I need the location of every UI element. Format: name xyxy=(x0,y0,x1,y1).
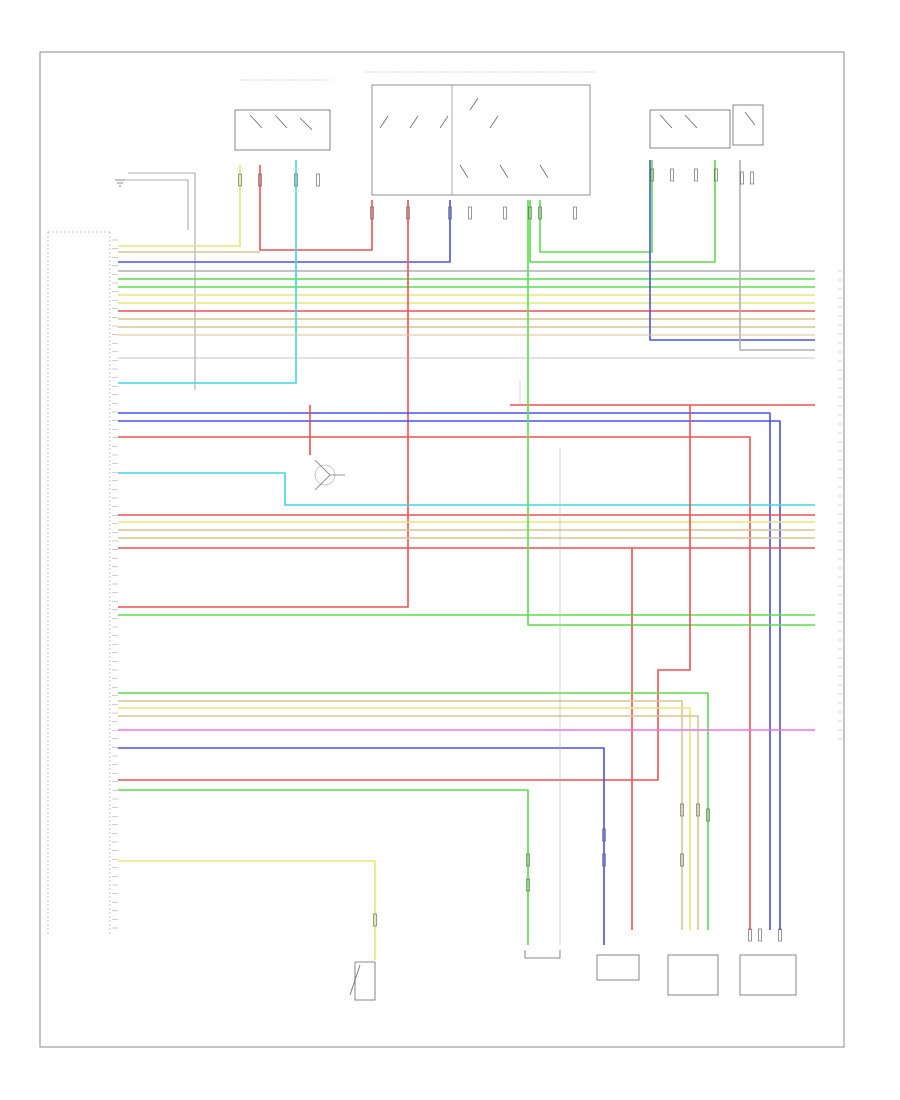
connector-icon xyxy=(748,928,752,942)
wire-blue-low xyxy=(118,747,605,945)
connector-icon xyxy=(526,853,530,867)
connector-icon xyxy=(316,173,320,187)
connector-bottom-3 xyxy=(667,954,719,996)
ecm-pin-ticks xyxy=(112,239,118,929)
wire-green-low-2 xyxy=(527,200,815,626)
wires xyxy=(118,160,815,960)
wire-yellow-top xyxy=(118,165,241,247)
diagram-border xyxy=(39,51,845,1048)
connector-icons xyxy=(238,168,782,942)
connector-icon xyxy=(406,206,410,220)
wire-green-right xyxy=(539,160,653,253)
wire-blue-right xyxy=(649,160,815,341)
connector-icon xyxy=(750,171,754,185)
wire-green-bottom xyxy=(118,789,529,945)
ground-icon xyxy=(115,172,196,390)
right-edge-ticks xyxy=(838,270,842,740)
connector-icon xyxy=(758,928,762,942)
connector-icon xyxy=(714,168,718,182)
connector-bottom-4 xyxy=(739,954,797,996)
connector-icon xyxy=(694,168,698,182)
connector-icon xyxy=(238,173,242,187)
connector-icon xyxy=(370,206,374,220)
relay-box-center xyxy=(365,71,595,196)
connector-bottom-2 xyxy=(596,954,640,981)
connector-icon xyxy=(448,206,452,220)
wire-cyan-top xyxy=(118,160,297,384)
wire-red-low xyxy=(118,405,691,781)
connector-icon xyxy=(680,803,684,817)
connector-icon xyxy=(373,913,377,927)
connector-icon xyxy=(258,173,262,187)
connector-icon xyxy=(706,808,710,822)
connector-icon xyxy=(538,206,542,220)
engine-control-module xyxy=(47,231,118,935)
connector-icon xyxy=(680,853,684,867)
wire-blue-mid-2 xyxy=(118,420,781,930)
connector-icon xyxy=(468,206,472,220)
connector-icon xyxy=(602,828,606,842)
wire-yellow-bottom xyxy=(118,860,376,960)
connector-icon xyxy=(294,173,298,187)
wire-cyan-mid xyxy=(118,472,815,506)
connector-icon xyxy=(573,206,577,220)
sensor-icon xyxy=(349,961,376,1001)
relay-box-right xyxy=(649,104,764,149)
wire-green-low-3 xyxy=(118,692,709,930)
relay-icon xyxy=(314,459,345,491)
wire-red-top xyxy=(259,165,373,251)
wire-red-vertical xyxy=(118,200,409,608)
connector-bottom-1 xyxy=(524,950,561,959)
wire-red-mid-2 xyxy=(118,436,751,930)
wire-gray-right xyxy=(739,160,815,351)
connector-icon xyxy=(740,171,744,185)
connector-icon xyxy=(778,928,782,942)
connector-icon xyxy=(650,168,654,182)
wire-tan-low xyxy=(118,700,683,930)
connector-icon xyxy=(503,206,507,220)
connector-icon xyxy=(602,853,606,867)
wire-green-right2 xyxy=(529,160,716,263)
wire-blue-top xyxy=(118,200,451,263)
connector-icon xyxy=(670,168,674,182)
connector-icon xyxy=(696,803,700,817)
connector-icon xyxy=(526,878,530,892)
relay-box-left xyxy=(234,79,331,151)
wire-yellow-low xyxy=(118,707,691,930)
wire-blue-mid-1 xyxy=(118,412,771,930)
wire-tan-low-2 xyxy=(118,715,699,930)
connector-icon xyxy=(528,206,532,220)
